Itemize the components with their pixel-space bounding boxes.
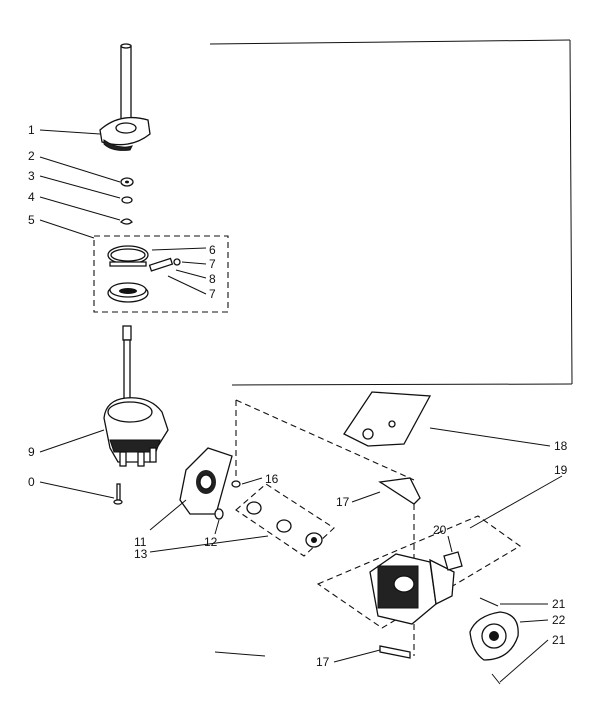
callout-18: 18 <box>554 439 568 453</box>
plug-part-12 <box>214 508 224 520</box>
gearcase-part-9 <box>103 325 169 467</box>
callout-7-upper: 7 <box>209 257 216 271</box>
bearing-kit-box-part-13 <box>235 483 335 557</box>
callout-11: 11 <box>134 535 147 549</box>
callout-13: 13 <box>134 547 148 561</box>
clip-part-4 <box>119 218 133 225</box>
callout-19: 19 <box>554 463 568 477</box>
pin-part-21-upper <box>479 597 499 607</box>
clutch-kit-box-part-5 <box>93 235 229 313</box>
callout-6: 6 <box>209 243 216 257</box>
callout-21-upper: 21 <box>552 597 566 611</box>
callout-20: 20 <box>433 523 447 537</box>
callout-16: 16 <box>265 472 279 486</box>
callout-8: 8 <box>209 272 216 286</box>
washer-part-3 <box>121 196 133 204</box>
washer-part-2 <box>120 177 134 187</box>
callout-17-upper: 17 <box>336 495 350 509</box>
callout-21-lower: 21 <box>552 633 566 647</box>
callout-22: 22 <box>552 613 566 627</box>
leader-lines <box>39 129 563 683</box>
callout-4: 4 <box>28 190 35 204</box>
gasket-part-18 <box>343 391 432 447</box>
callout-17-lower: 17 <box>316 655 330 669</box>
cam-assembly-part-1 <box>99 116 151 151</box>
bracket-part-17-lower <box>379 645 411 659</box>
pin-part-21-lower <box>491 673 501 685</box>
callout-9: 9 <box>28 445 35 459</box>
callout-labels: 1 2 3 4 5 6 7 8 7 9 0 16 17 11 12 13 18 … <box>28 123 568 669</box>
callout-1: 1 <box>28 123 35 137</box>
fitting-part-16 <box>231 399 415 488</box>
callout-0: 0 <box>28 475 35 489</box>
callout-7-lower: 7 <box>209 287 216 301</box>
cover-plate-part-11 <box>179 447 233 515</box>
callout-5: 5 <box>28 213 35 227</box>
callout-12: 12 <box>204 535 218 549</box>
callout-3: 3 <box>28 169 35 183</box>
coupling-part-20 <box>443 551 463 571</box>
background-frame-lines <box>209 39 573 657</box>
screw-part-0 <box>113 483 123 505</box>
pump-part-22 <box>469 611 519 661</box>
motor-kit-box-part-19 <box>316 515 522 629</box>
agitator-shaft <box>120 43 132 127</box>
callout-2: 2 <box>28 149 35 163</box>
